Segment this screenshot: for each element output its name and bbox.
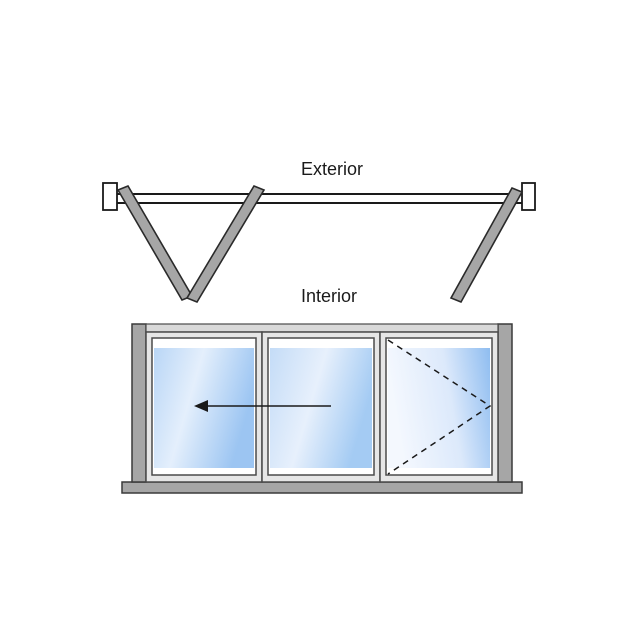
slide-direction-arrow	[194, 400, 331, 412]
panel-right	[379, 331, 499, 483]
swing-panel-right	[449, 186, 524, 304]
head-frame	[145, 323, 499, 333]
panel-right-glass	[388, 348, 490, 468]
left-jamb	[102, 182, 118, 211]
sill	[121, 481, 523, 494]
panel-middle	[261, 331, 381, 483]
panel-middle-glass	[270, 348, 372, 468]
right-post	[497, 323, 513, 483]
panel-left	[145, 331, 263, 483]
folded-panel-middle	[185, 185, 266, 303]
exterior-label: Exterior	[300, 159, 364, 179]
left-post	[131, 323, 147, 483]
right-jamb	[521, 182, 536, 211]
plan-view	[102, 182, 536, 304]
interior-label: Interior	[300, 286, 358, 306]
swing-indicator-dashed	[387, 339, 492, 475]
elevation-view	[121, 323, 523, 494]
